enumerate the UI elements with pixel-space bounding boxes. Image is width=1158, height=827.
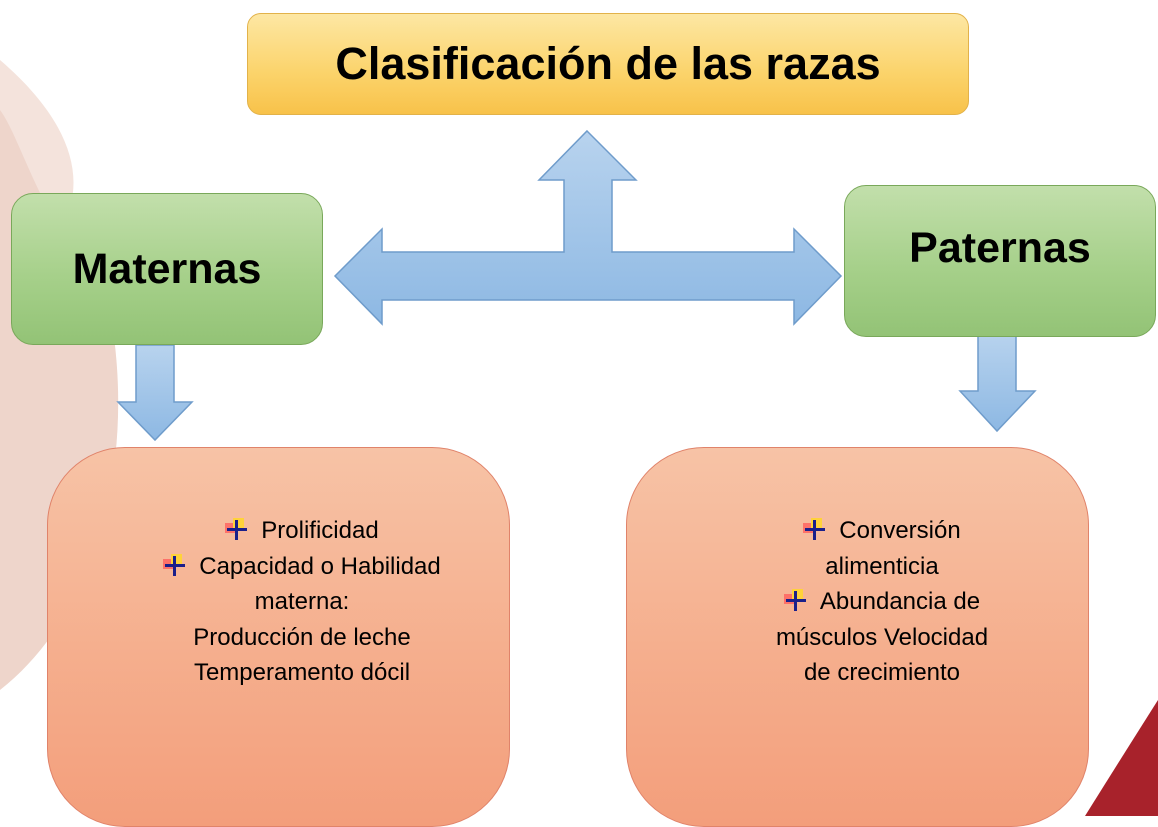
list-item-continuation: materna: [254,588,350,615]
paternas-label: Paternas [909,224,1091,272]
corner-accent [1085,700,1158,816]
bullet-icon [783,589,806,611]
bullet-icon [803,518,826,540]
list-item-continuation: Temperamento dócil [193,659,411,686]
maternas-box: Maternas [11,193,323,345]
list-item: Abundancia de músculos Velocidad de crec… [722,584,1042,691]
list-item: Prolificidad [122,513,482,549]
list-item: Conversión alimenticia [722,513,1042,584]
bullet-icon [163,553,186,576]
paternas-list: Conversión alimenticia Abundancia de mús… [722,513,1042,691]
down-arrow-maternas [116,344,194,442]
list-item-continuation: músculos Velocidad [775,623,989,651]
title-box: Clasificación de las razas [247,13,969,115]
maternas-list: Prolificidad Capacidad o Habilidad mater… [122,513,482,691]
paternas-box: Paternas [844,185,1156,337]
list-item-text: Abundancia de [819,588,981,615]
bullet-icon [225,518,248,540]
diagram-title: Clasificación de las razas [335,38,881,89]
maternas-detail-box: Prolificidad Capacidad o Habilidad mater… [47,447,510,827]
maternas-label: Maternas [72,244,262,293]
background-arc-outer [0,60,74,230]
list-item-text: Prolificidad [261,517,379,544]
down-arrow-paternas [958,332,1037,433]
list-item-continuation: de crecimiento [803,659,961,686]
list-item-continuation: Producción de leche [193,623,411,651]
list-item-text: Conversión [839,517,961,544]
list-item: Capacidad o Habilidad materna: Producció… [122,549,482,691]
three-way-arrow [333,129,843,326]
paternas-detail-box: Conversión alimenticia Abundancia de mús… [626,447,1089,827]
list-item-continuation: alimenticia [825,552,939,580]
list-item-text: Capacidad o Habilidad [199,552,441,580]
